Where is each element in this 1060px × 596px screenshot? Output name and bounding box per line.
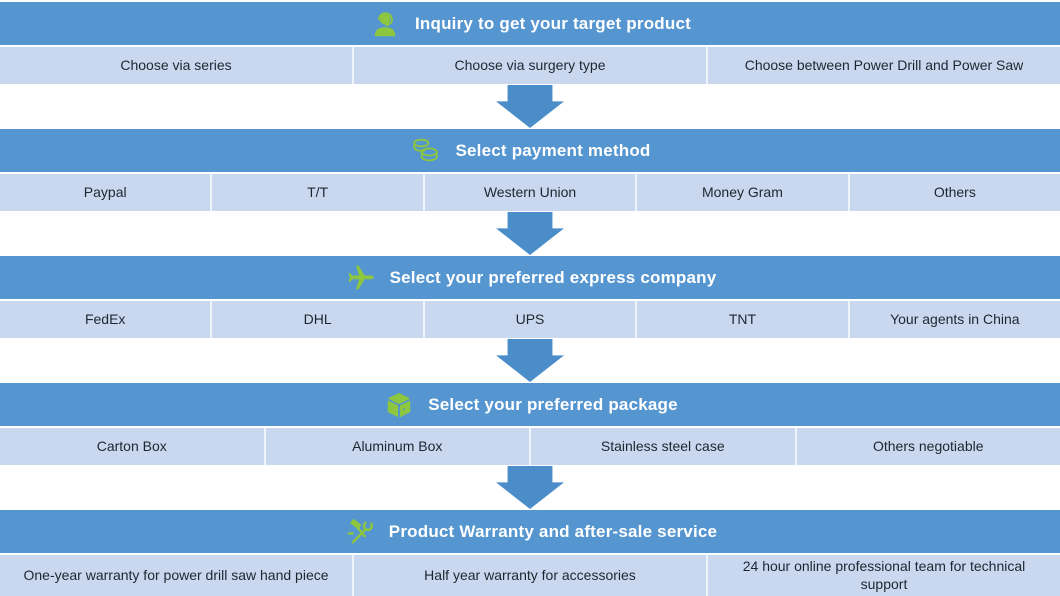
- step-option: UPS: [422, 301, 635, 338]
- step-header: Inquiry to get your target product: [0, 2, 1060, 45]
- step-option: TNT: [635, 301, 847, 338]
- step-option: Paypal: [83, 183, 127, 200]
- step-options: One-year warranty for power drill saw ha…: [0, 553, 1060, 596]
- flow-step-inquiry: Inquiry to get your target product Choos…: [0, 2, 1060, 84]
- step-option: Carton Box: [96, 437, 167, 454]
- step-options: FedEx DHL UPS TNT Your agents in China: [0, 299, 1060, 338]
- tools-icon: [343, 515, 377, 549]
- coins-icon: [409, 134, 443, 168]
- support-agent-icon: [369, 7, 403, 41]
- arrow-gap: [0, 211, 1060, 256]
- step-option: Choose via surgery type: [352, 47, 706, 84]
- step-option: Money Gram: [635, 174, 847, 211]
- step-option: One-year warranty for power drill saw ha…: [23, 566, 329, 583]
- step-options: Carton Box Aluminum Box Stainless steel …: [0, 426, 1060, 465]
- step-option: Your agents in China: [847, 301, 1060, 338]
- step-option: Western Union: [422, 174, 635, 211]
- step-title: Select payment method: [455, 140, 651, 160]
- step-option: Aluminum Box: [263, 428, 530, 465]
- down-arrow-icon: [496, 212, 564, 255]
- step-title: Inquiry to get your target product: [415, 13, 691, 33]
- arrow-gap: [0, 84, 1060, 129]
- step-header: Product Warranty and after-sale service: [0, 510, 1060, 553]
- step-option: Choose between Power Drill and Power Saw: [706, 47, 1060, 84]
- step-option: Others: [847, 174, 1060, 211]
- airplane-icon: [344, 261, 378, 295]
- flow-step-express: Select your preferred express company Fe…: [0, 256, 1060, 338]
- down-arrow-icon: [496, 466, 564, 509]
- flow-step-package: Select your preferred package Carton Box…: [0, 383, 1060, 465]
- step-header: Select your preferred package: [0, 383, 1060, 426]
- step-option: 24 hour online professional team for tec…: [706, 555, 1060, 596]
- step-option: Others negotiable: [794, 428, 1060, 465]
- step-header: Select payment method: [0, 129, 1060, 172]
- step-header: Select your preferred express company: [0, 256, 1060, 299]
- step-title: Product Warranty and after-sale service: [388, 521, 718, 541]
- step-option: Half year warranty for accessories: [352, 555, 706, 596]
- step-title: Select your preferred express company: [389, 267, 717, 287]
- step-option: Choose via series: [120, 56, 232, 73]
- step-title: Select your preferred package: [428, 394, 678, 414]
- flow-step-warranty: Product Warranty and after-sale service …: [0, 510, 1060, 596]
- arrow-gap: [0, 338, 1060, 383]
- flow-step-payment: Select payment method Paypal T/T Western…: [0, 129, 1060, 211]
- step-option: FedEx: [84, 310, 126, 327]
- step-options: Paypal T/T Western Union Money Gram Othe…: [0, 172, 1060, 211]
- package-icon: [382, 388, 416, 422]
- step-option: T/T: [210, 174, 422, 211]
- step-option: DHL: [210, 301, 422, 338]
- step-option: Stainless steel case: [529, 428, 795, 465]
- arrow-gap: [0, 465, 1060, 510]
- step-options: Choose via series Choose via surgery typ…: [0, 45, 1060, 84]
- down-arrow-icon: [496, 339, 564, 382]
- down-arrow-icon: [496, 85, 564, 128]
